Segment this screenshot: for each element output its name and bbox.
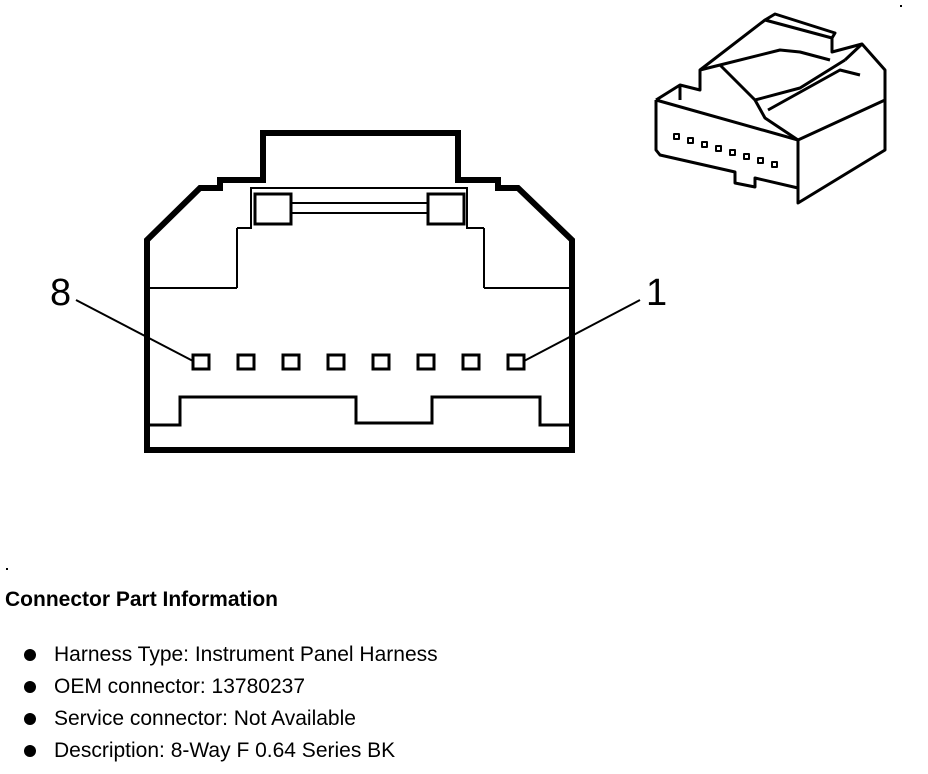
iso-pin-hole [743,153,750,160]
pin-cavity-7 [236,353,256,371]
iso-ridge-right [843,42,864,62]
connector-diagram: 8 1 [50,12,887,453]
iso-latch-slope [718,58,846,102]
service-connector: Service connector: Not Available [54,707,356,730]
leader-line-pin-1 [523,299,641,362]
latch-block-left [253,192,293,226]
leader-line-pin-8 [75,299,194,362]
iso-pin-hole [673,133,680,140]
iso-latch-ramp [699,48,831,72]
scan-speck [900,5,902,7]
list-item: OEM connector: 13780237 [5,671,905,703]
iso-latch-side [753,99,799,142]
iso-pin-hole [729,149,736,156]
pin-cavity-6 [281,353,301,371]
pin-cavity-2 [461,353,481,371]
pin-1-label: 1 [646,272,667,314]
latch-block-right [426,192,466,226]
iso-pin-hole [771,161,778,168]
oem-connector: OEM connector: 13780237 [54,675,305,698]
list-item: Service connector: Not Available [5,703,905,735]
pin-8-label: 8 [50,272,71,314]
connector-face-view [75,130,641,453]
bullet-icon [24,681,36,693]
connector-isometric-view [654,12,887,205]
iso-pin-hole [687,137,694,144]
pin-cavity-4 [371,353,391,371]
pin-cavity-1 [506,353,526,371]
pin-cavity-8 [191,353,211,371]
iso-pin-holes [673,133,778,168]
pin-cavity-3 [416,353,436,371]
keying-profile [147,395,572,427]
list-item: Harness Type: Instrument Panel Harness [5,639,905,671]
iso-pin-hole [701,141,708,148]
bullet-icon [24,745,36,757]
connector-description: Description: 8-Way F 0.64 Series BK [54,739,396,762]
iso-front-face [654,100,887,205]
scan-speck [6,568,8,570]
iso-pin-hole [715,145,722,152]
list-item: Description: 8-Way F 0.64 Series BK [5,735,905,767]
pin-cavity-5 [326,353,346,371]
harness-type: Harness Type: Instrument Panel Harness [54,643,438,666]
iso-top-surface [655,18,887,102]
info-list: Harness Type: Instrument Panel Harness O… [5,639,905,767]
bullet-icon [24,713,36,725]
latch-inner-outline [237,187,484,229]
connector-part-information: Connector Part Information Harness Type:… [5,587,905,767]
pin-cavities [191,353,526,371]
bullet-icon [24,649,36,661]
info-title: Connector Part Information [5,588,279,611]
iso-latch-tab [764,12,837,39]
iso-ridge-line [767,68,861,112]
iso-pin-hole [757,157,764,164]
connector-housing-outline [144,130,575,453]
